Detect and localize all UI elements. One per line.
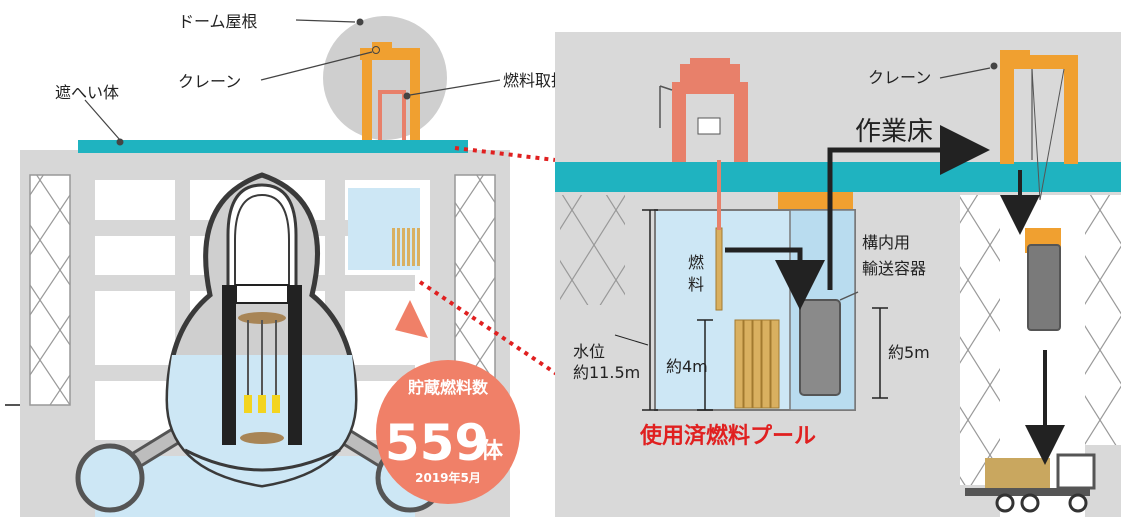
pool-small-fuel [392, 228, 420, 266]
stored-fuel-badge: 貯蔵燃料数 559 体 2019年5月 [376, 300, 520, 504]
badge-date: 2019年5月 [415, 470, 481, 485]
shield-slab [78, 140, 468, 153]
containment-vessel [75, 172, 445, 513]
label-fuel-v2: 料 [688, 275, 704, 294]
label-fuel-v1: 燃 [688, 253, 704, 272]
badge-unit: 体 [481, 439, 504, 464]
label-work-floor: 作業床 [855, 117, 933, 147]
label-container-1: 構内用 [862, 233, 910, 252]
label-water-level-1: 水位 [573, 342, 605, 361]
fuel-handler-right-shape [672, 58, 748, 162]
pool-detail [555, 32, 1121, 517]
label-container-2: 輸送容器 [862, 259, 926, 278]
label-depth-5m: 約5m [888, 343, 930, 362]
label-shield: 遮へい体 [55, 83, 119, 102]
label-depth-4m: 約4m [666, 357, 708, 376]
transport-container [799, 299, 841, 396]
fuel-handler-left-shape [378, 90, 406, 140]
crane-right-shape [1000, 50, 1078, 164]
dome-roof-shape [323, 16, 447, 140]
badge-count: 559 [385, 414, 489, 472]
work-floor-slab [555, 162, 1121, 192]
label-spent-fuel-pool: 使用済燃料プール [639, 423, 816, 449]
label-crane-right: クレーン [868, 68, 931, 87]
label-crane-left: クレーン [178, 72, 241, 91]
label-dome-roof: ドーム屋根 [178, 12, 258, 31]
badge-title: 貯蔵燃料数 [408, 378, 489, 397]
label-water-level-2: 約11.5m [573, 363, 640, 382]
